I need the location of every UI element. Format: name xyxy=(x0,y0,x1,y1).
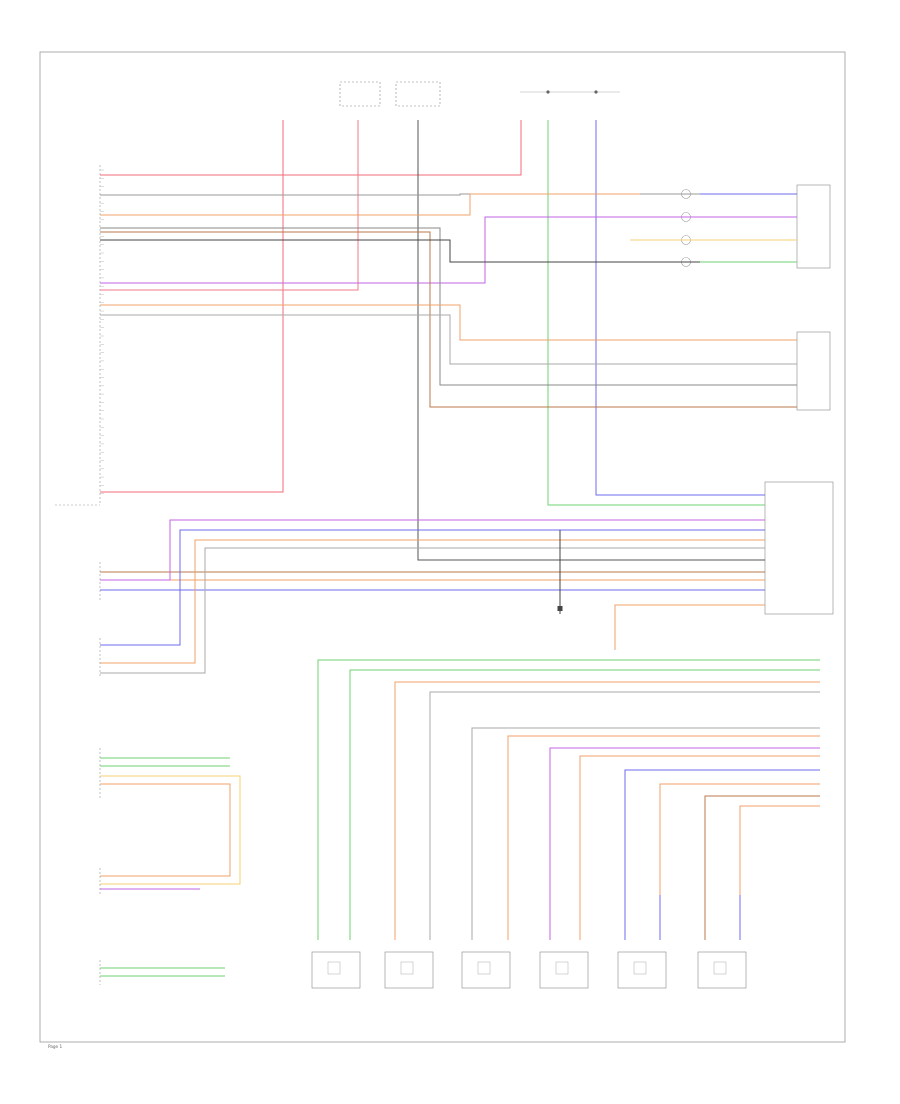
wire-orange-5 xyxy=(614,604,765,650)
wire-blue-4 xyxy=(624,769,820,940)
wire-harness xyxy=(100,120,820,977)
main-module xyxy=(55,165,104,506)
sensor-box-6 xyxy=(697,951,747,989)
wire-red-2 xyxy=(100,120,522,176)
wire-black-1 xyxy=(100,239,797,263)
wire-blue-3 xyxy=(100,529,765,646)
wire-orange-1 xyxy=(100,193,640,216)
wire-red-1 xyxy=(100,120,284,493)
sensor-element-2 xyxy=(400,961,414,975)
wire-gray-1 xyxy=(100,193,797,196)
fuse-box-2 xyxy=(395,81,441,107)
sensor-element-6 xyxy=(713,961,727,975)
wire-green-2 xyxy=(317,659,820,940)
wire-violet-1 xyxy=(100,216,797,284)
sensor-box-5 xyxy=(617,951,667,989)
ground-symbol xyxy=(557,606,563,614)
wire-orange-4 xyxy=(100,539,765,664)
top-connector-2 xyxy=(594,90,598,94)
wire-orange-6 xyxy=(394,681,820,940)
right-connector-2 xyxy=(796,331,831,411)
top-components xyxy=(339,81,620,107)
main-module-pins xyxy=(100,169,104,494)
sensor-element-1 xyxy=(327,961,341,975)
wire-gray-5 xyxy=(429,691,820,940)
wire-orange-9 xyxy=(659,783,820,940)
sensor-element-3 xyxy=(477,961,491,975)
right-connector-1 xyxy=(796,184,831,269)
top-connector-1 xyxy=(546,90,550,94)
wire-orange-8 xyxy=(579,755,820,940)
wire-orange-10 xyxy=(739,805,820,940)
wire-red-3 xyxy=(100,120,359,291)
wire-gray-3 xyxy=(100,314,797,365)
sensor-box-3 xyxy=(461,951,511,989)
fuse-box-1 xyxy=(339,81,381,107)
sensor-element-4 xyxy=(555,961,569,975)
wire-brown-1 xyxy=(100,231,797,408)
sensor-box-4 xyxy=(539,951,589,989)
wire-orange-7 xyxy=(507,735,820,940)
sensor-box-1 xyxy=(311,951,361,989)
wire-green-top xyxy=(547,120,765,506)
wire-yellow-2 xyxy=(100,775,241,885)
sensor-element-5 xyxy=(633,961,647,975)
wire-brown-3 xyxy=(704,795,820,940)
inline-plugs xyxy=(681,189,691,267)
wire-orange-11 xyxy=(100,783,231,877)
wire-gray-6 xyxy=(471,727,820,940)
sheet-label: Page 1 xyxy=(48,1044,62,1049)
right-module-large xyxy=(764,481,834,615)
sheet-frame xyxy=(39,51,846,1043)
wire-green-3 xyxy=(349,669,820,940)
wire-violet-3 xyxy=(549,747,820,940)
wire-gray-4 xyxy=(100,547,765,674)
wire-violet-2 xyxy=(100,519,765,581)
bottom-sensors xyxy=(311,951,747,989)
wire-gray-2 xyxy=(100,227,797,386)
wire-blue-top xyxy=(595,120,765,496)
wire-orange-2 xyxy=(100,304,797,341)
sensor-box-2 xyxy=(384,951,434,989)
wire-black-top xyxy=(417,120,765,561)
